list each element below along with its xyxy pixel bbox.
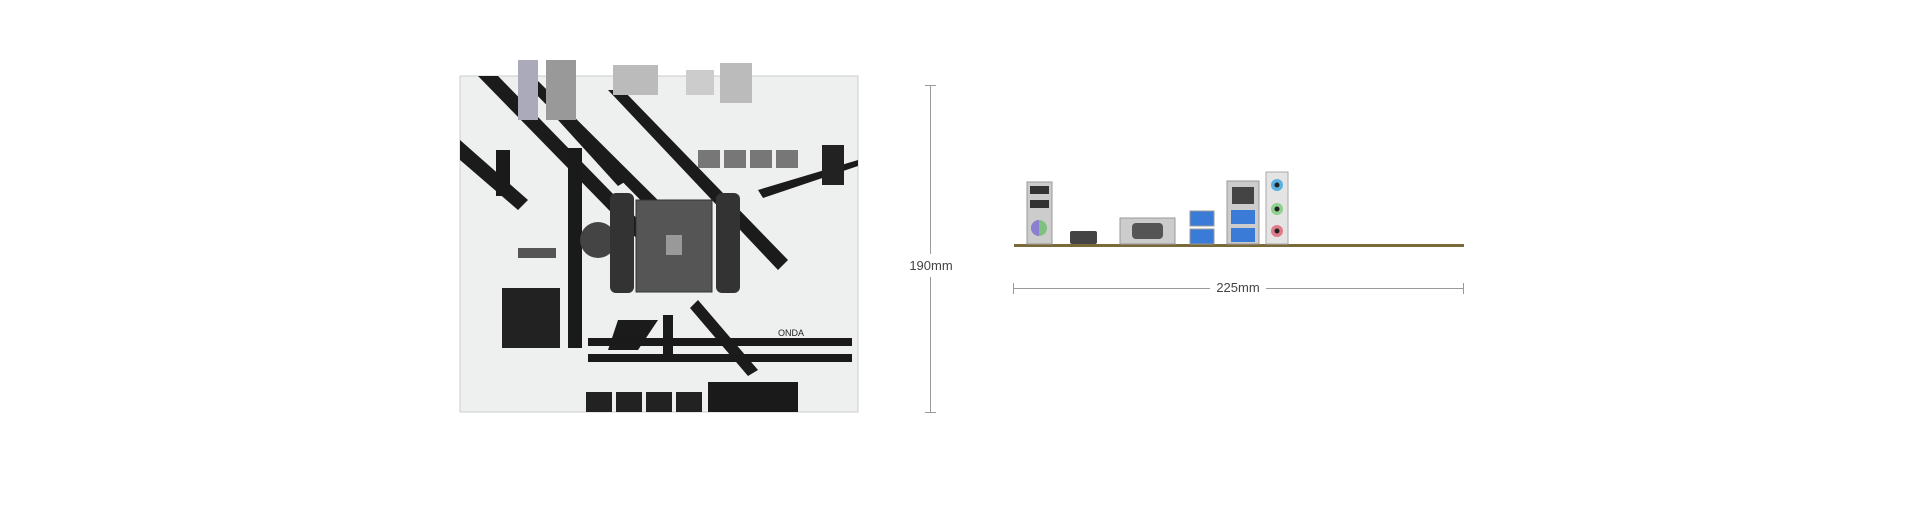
cpu-power-connector (822, 145, 844, 185)
cooler-bracket-right (716, 193, 740, 293)
hdmi-port (686, 70, 714, 95)
height-dimension-tick-top (925, 85, 936, 86)
usb3-stack (1189, 210, 1215, 245)
cooler-bracket-left (610, 193, 634, 293)
audio-port (720, 63, 752, 103)
width-dimension-tick-right (1463, 283, 1464, 294)
width-dimension-tick-left (1013, 283, 1014, 294)
height-dimension-tick-bottom (925, 412, 936, 413)
pcie-x16-slot (568, 148, 582, 348)
vga-port (1119, 217, 1176, 245)
atx-power-connector (708, 382, 798, 412)
chipset-heatsink (502, 288, 560, 348)
height-dimension-label: 190mm (905, 254, 957, 277)
usb-stack (518, 60, 538, 120)
width-dimension-label: 225mm (1210, 280, 1266, 295)
usb2-ps2-stack (1026, 181, 1053, 245)
rear-io-panel-view (1014, 171, 1464, 247)
io-pcb-edge (1014, 244, 1464, 247)
motherboard-top-view: ONDA (459, 60, 859, 413)
height-dimension-line (930, 85, 931, 413)
brand-logo: ONDA (778, 328, 804, 338)
hdmi-port (1070, 231, 1097, 244)
dimm-slot-1 (588, 338, 852, 346)
lan-port (546, 60, 576, 120)
audio-jacks (1265, 171, 1289, 245)
cmos-battery (580, 222, 616, 258)
vga-port (613, 65, 658, 95)
dimm-slot-2 (588, 354, 852, 362)
pcie-x1-slot (496, 150, 510, 196)
lan-usb3-stack (1226, 180, 1260, 245)
m2-slot (518, 248, 556, 258)
